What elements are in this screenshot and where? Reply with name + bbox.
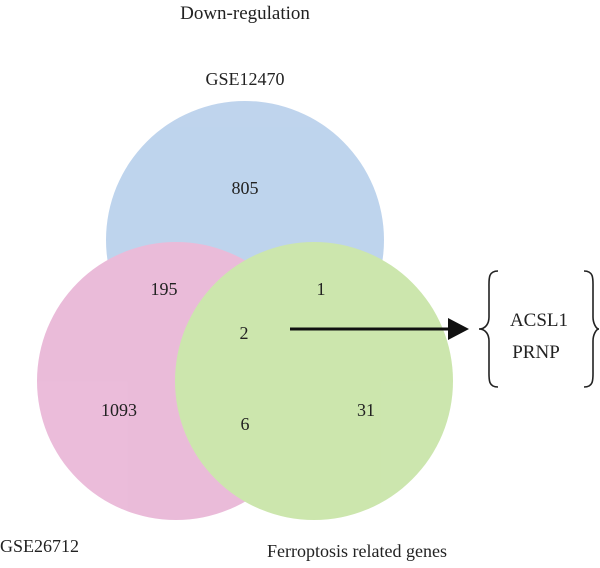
set-label-ferroptosis: Ferroptosis related genes (267, 541, 447, 561)
circle-ferroptosis (175, 242, 453, 520)
set-label-gse12470: GSE12470 (205, 69, 284, 89)
count-b-only: 1093 (101, 400, 137, 420)
count-bc: 6 (241, 414, 250, 434)
count-abc: 2 (240, 323, 249, 343)
gene-acsl1: ACSL1 (510, 310, 568, 331)
diagram-title: Down-regulation (180, 3, 310, 24)
arrow-head (448, 318, 469, 340)
arrow-to-genes (290, 318, 469, 340)
count-ac: 1 (317, 279, 326, 299)
set-label-gse26712: GSE26712 (0, 536, 79, 556)
count-c-only: 31 (357, 400, 375, 420)
right-curly-brace (583, 270, 600, 388)
count-ab: 195 (151, 279, 178, 299)
venn-circles (37, 101, 453, 520)
left-curly-brace (478, 270, 499, 388)
gene-prnp: PRNP (512, 342, 560, 363)
gene-list: ACSL1 PRNP (478, 270, 600, 388)
count-a-only: 805 (232, 178, 259, 198)
